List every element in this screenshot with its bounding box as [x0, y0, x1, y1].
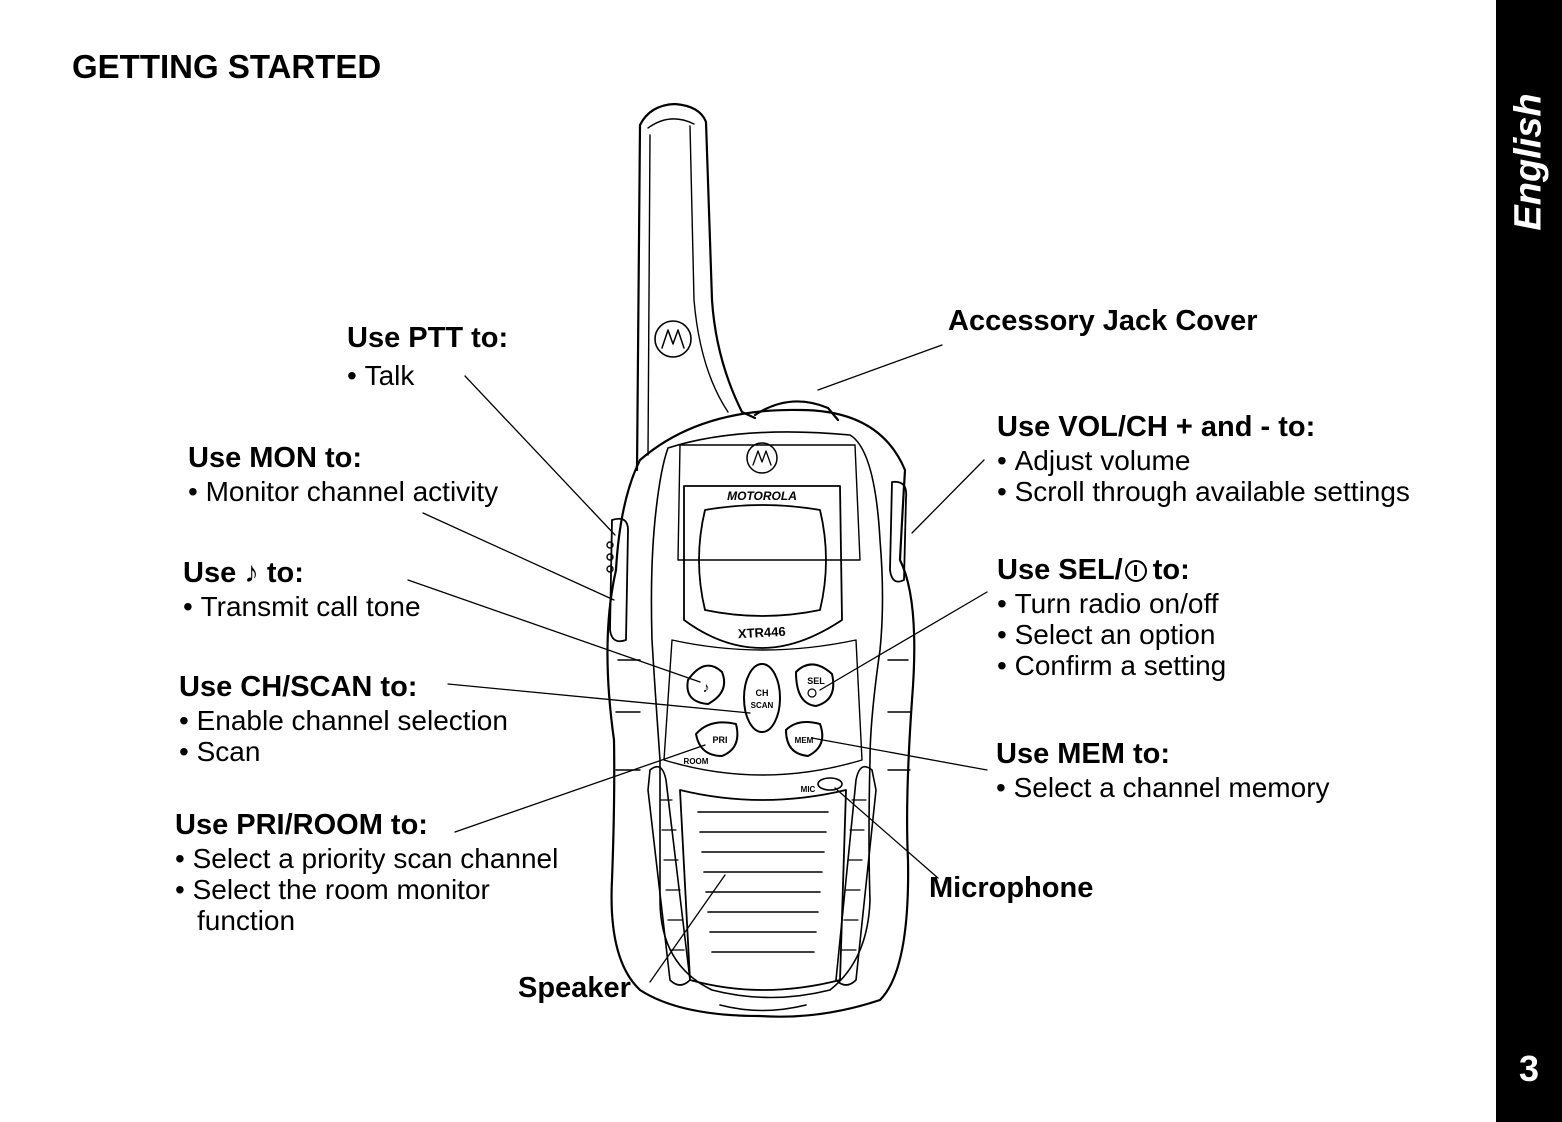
vol-ch-buttons: [889, 480, 908, 583]
tone-item: Transmit call tone: [183, 591, 421, 622]
mon-callout: Use MON to: Monitor channel activity: [188, 442, 498, 507]
mem-callout: Use MEM to: Select a channel memory: [996, 738, 1330, 803]
priroom-callout: Use PRI/ROOM to: Select a priority scan …: [175, 809, 558, 936]
tone-callout: Use ♪ to: Transmit call tone: [183, 557, 421, 622]
sel-item-2: Select an option: [997, 619, 1226, 650]
priroom-item-1: Select a priority scan channel: [175, 843, 559, 874]
sel-item-3: Confirm a setting: [997, 650, 1227, 681]
radio-body: [606, 408, 916, 1018]
svg-text:CH: CH: [756, 688, 769, 698]
tone-key: ♪: [686, 664, 726, 705]
volch-item-2: Scroll through available settings: [997, 476, 1410, 507]
jack-label: Accessory Jack Cover: [948, 305, 1258, 337]
svg-text:ROOM: ROOM: [684, 757, 709, 766]
svg-text:SCAN: SCAN: [751, 701, 774, 710]
pri-key: PRI ROOM: [684, 721, 739, 766]
volch-callout: Use VOL/CH + and - to: Adjust volume Scr…: [997, 411, 1410, 507]
ptt-heading: Use PTT to:: [347, 322, 509, 354]
svg-text:MIC: MIC: [801, 785, 816, 794]
model-label: XTR446: [738, 624, 786, 641]
music-note-icon: ♪: [244, 557, 259, 589]
brand-label: MOTOROLA: [727, 489, 797, 503]
svg-text:♪: ♪: [703, 679, 710, 695]
priroom-item-2-cont: function: [197, 905, 296, 936]
ptt-callout: Use PTT to: Talk: [347, 322, 508, 391]
priroom-item-2: Select the room monitor: [175, 874, 558, 905]
speaker-label: Speaker: [518, 972, 631, 1004]
ptt-item: Talk: [347, 360, 508, 391]
antenna: [635, 102, 757, 472]
mon-heading: Use MON to:: [188, 442, 362, 474]
svg-text:PRI: PRI: [712, 735, 727, 745]
page-number: 3: [1518, 1048, 1540, 1089]
chscan-callout: Use CH/SCAN to: Enable channel selection…: [179, 671, 508, 767]
sel-item-1: Turn radio on/off: [997, 588, 1226, 619]
leader-lines: [407, 344, 988, 983]
chscan-item-1: Enable channel selection: [179, 705, 508, 736]
mem-heading: Use MEM to:: [996, 738, 1170, 770]
mem-key: MEM: [785, 721, 824, 757]
sel-callout: Use SEL/to: Turn radio on/off Select an …: [997, 554, 1226, 681]
volch-heading: Use VOL/CH + and - to:: [997, 411, 1316, 443]
volch-item-1: Adjust volume: [997, 445, 1410, 476]
chscan-heading: Use CH/SCAN to:: [179, 671, 418, 703]
priroom-heading: Use PRI/ROOM to:: [175, 809, 428, 841]
tone-heading: Use ♪ to:: [183, 557, 304, 589]
mem-item: Select a channel memory: [996, 772, 1330, 803]
lcd-screen: [698, 504, 827, 617]
ptt-button: [609, 517, 629, 643]
speaker-grill: [679, 789, 847, 991]
microphone-label: Microphone: [929, 872, 1094, 904]
microphone-hole: [817, 777, 843, 791]
motorola-logo-icon: [654, 320, 692, 358]
page-title: GETTING STARTED: [72, 48, 382, 85]
sel-heading: Use SEL/to:: [997, 554, 1190, 586]
svg-text:SEL: SEL: [807, 676, 825, 686]
front-logo-icon: [746, 442, 778, 474]
chscan-item-2: Scan: [179, 736, 508, 767]
language-side-tab: English 3: [1496, 0, 1562, 1122]
power-icon: [1124, 560, 1147, 582]
sel-key: SEL: [795, 663, 835, 707]
mon-item: Monitor channel activity: [188, 476, 499, 507]
ch-scan-key: CH SCAN: [743, 663, 781, 733]
svg-text:MEM: MEM: [795, 736, 814, 745]
